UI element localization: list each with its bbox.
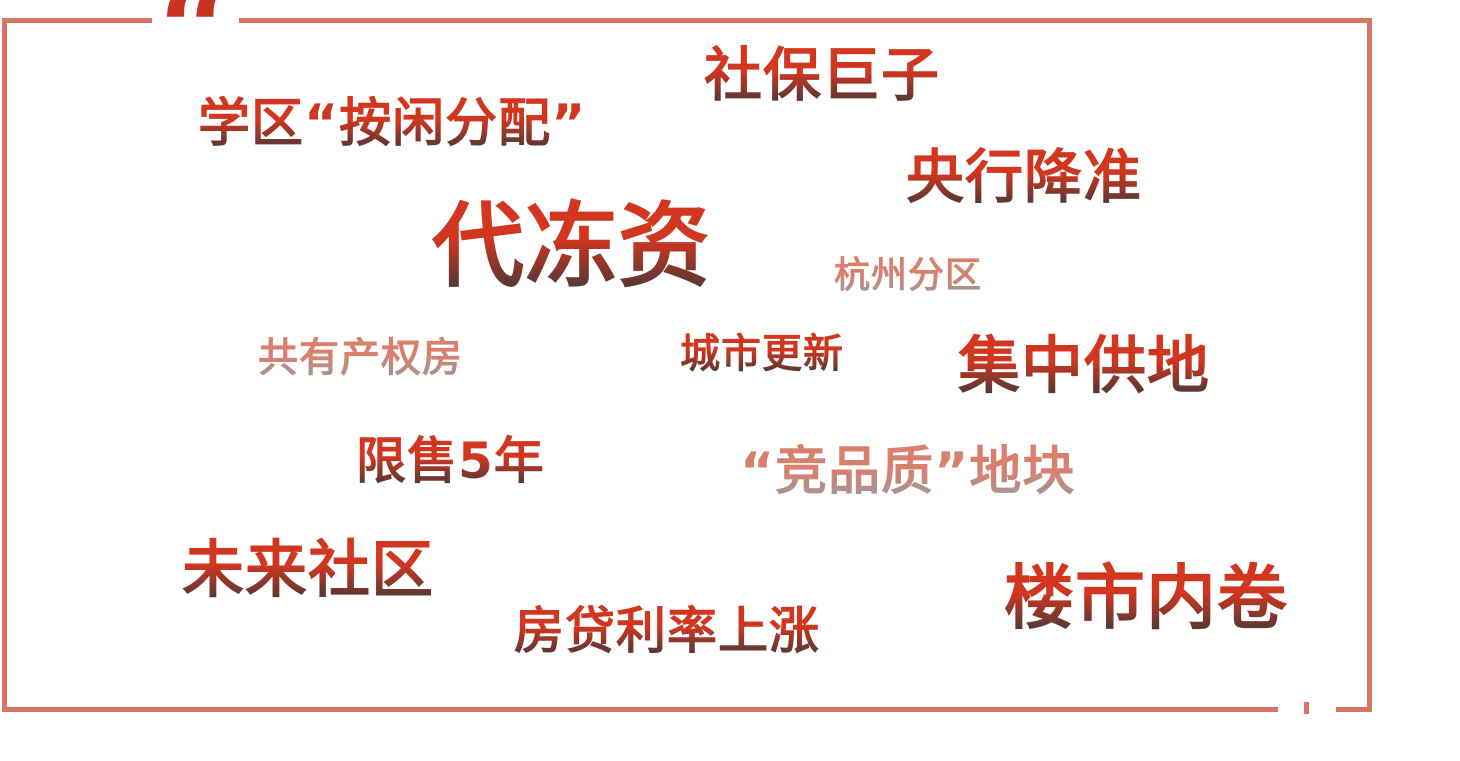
keyword-jizhong-gongdi: 集中供地	[958, 329, 1211, 402]
keyword-jingpinzhi-dikuai: “竞品质”地块	[740, 442, 1076, 502]
keyword-xuequ-anxian-fenpei: 学区“按闲分配”	[198, 94, 587, 154]
word-cloud-frame	[2, 18, 1372, 712]
keyword-hangzhou-fenqu: 杭州分区	[834, 255, 983, 296]
keyword-fangdai-lilv-shangzhang: 房贷利率上涨	[514, 602, 820, 660]
keyword-xianshou-5nian: 限售5年	[356, 432, 545, 490]
keyword-weilai-shequ: 未来社区	[182, 533, 435, 606]
keyword-yanghang-jiangzhun: 央行降准	[906, 143, 1143, 211]
keyword-chengshi-gengxin: 城市更新	[680, 331, 844, 377]
keyword-gongyou-chanquanfang: 共有产权房	[258, 335, 463, 381]
frame-corner-gap	[1278, 702, 1336, 714]
open-quote-mark: “	[152, 0, 239, 96]
keyword-loushi-neijuan: 楼市内卷	[1004, 557, 1288, 639]
frame-corner-tick	[1304, 702, 1309, 714]
keyword-shebao-juzi: 社保巨子	[704, 41, 941, 109]
keyword-daidongzi: 代冻资	[432, 193, 712, 300]
